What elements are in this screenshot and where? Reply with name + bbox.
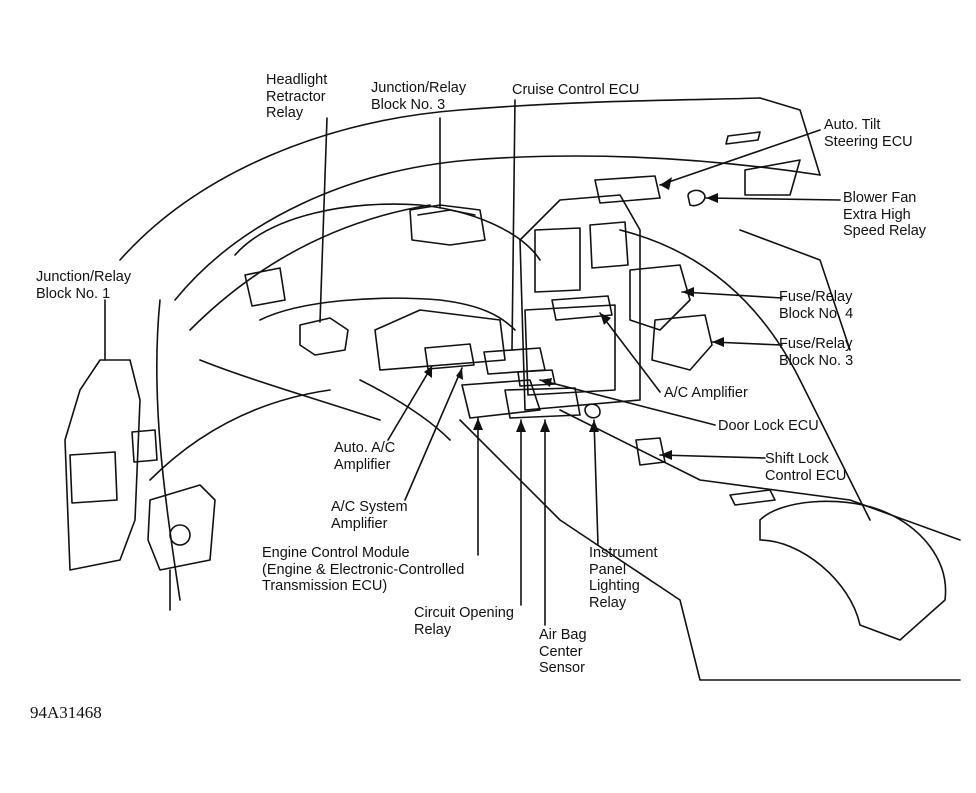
fuse-block-4: [629, 264, 691, 331]
jrb1-body: [64, 359, 141, 571]
cluster-hood: [234, 203, 541, 261]
leader-autoac: [387, 365, 433, 441]
windshield-edge: [119, 97, 761, 261]
ac-amp-box: [551, 295, 613, 321]
arrow-doorlock: [540, 378, 552, 387]
leader-fuse4: [681, 291, 783, 299]
steering-column: [359, 379, 451, 441]
dash-top-line: [174, 155, 821, 301]
arrow-blower: [706, 193, 718, 203]
jrb1-bracket: [147, 484, 216, 571]
arrow-acsys: [456, 368, 463, 380]
label-engine-control-module: Engine Control Module(Engine & Electroni…: [262, 545, 465, 594]
dash-right-top: [759, 97, 821, 176]
label-door-lock-ecu: Door Lock ECU: [718, 418, 819, 434]
cluster-face: [374, 309, 506, 371]
headlight-relay-box: [299, 317, 349, 356]
glovebox: [739, 229, 851, 351]
figure-code: 94A31468: [30, 703, 102, 722]
leader-shift: [659, 454, 766, 459]
lower-dash-curve: [149, 389, 331, 481]
console-left: [459, 419, 961, 681]
dash-upper-curve: [189, 204, 431, 331]
leader-acsys: [404, 367, 463, 501]
right-panel: [619, 229, 871, 521]
left-vent: [244, 267, 286, 307]
dash-vent-right: [744, 159, 801, 196]
arrow-autoac: [424, 366, 432, 378]
label-cruise-control-ecu: Cruise Control ECU: [512, 82, 640, 98]
arrow-fuse3: [712, 337, 724, 347]
leader-blower: [705, 197, 841, 201]
shift-lock-box: [635, 437, 666, 466]
leader-cruise: [511, 99, 516, 351]
label-ac-amplifier: A/C Amplifier: [664, 385, 748, 401]
airbag-box: [504, 387, 581, 419]
arrow-shift: [660, 450, 672, 460]
leader-doorlock: [539, 379, 716, 426]
leader-headlight: [319, 117, 328, 323]
left-pillar: [155, 299, 181, 601]
ecm-box: [461, 379, 541, 419]
leader-panel: [593, 419, 599, 546]
jrb1-detail: [69, 451, 118, 504]
auto-ac-box: [424, 343, 475, 370]
center-stack: [519, 194, 641, 411]
panel-relay: [584, 403, 601, 419]
arrow-tilt: [660, 177, 672, 190]
fuse-block-3: [651, 314, 713, 371]
console-buttons: [729, 489, 776, 506]
arrow-ecm: [473, 418, 483, 430]
jrb3-top: [417, 209, 476, 216]
leader-ac: [599, 312, 661, 393]
blower-relay: [687, 189, 706, 207]
radio-buttons: [534, 227, 581, 293]
arrow-panel: [589, 420, 599, 432]
jrb1-fastener: [169, 524, 191, 546]
leader-tilt: [659, 129, 821, 186]
arrow-airbag: [540, 420, 550, 432]
tilt-ecu-box: [594, 175, 661, 204]
cluster-lower: [259, 297, 516, 331]
arrow-cor: [516, 420, 526, 432]
armrest: [759, 500, 947, 641]
stack-panel: [524, 304, 616, 396]
center-vent: [589, 221, 629, 269]
console-top: [559, 409, 961, 541]
lower-dash-left: [199, 359, 381, 421]
arrow-ac: [600, 313, 611, 325]
jrb1-tab: [131, 429, 158, 463]
dash-vent-slot: [725, 131, 761, 145]
arrow-fuse4: [682, 287, 694, 297]
